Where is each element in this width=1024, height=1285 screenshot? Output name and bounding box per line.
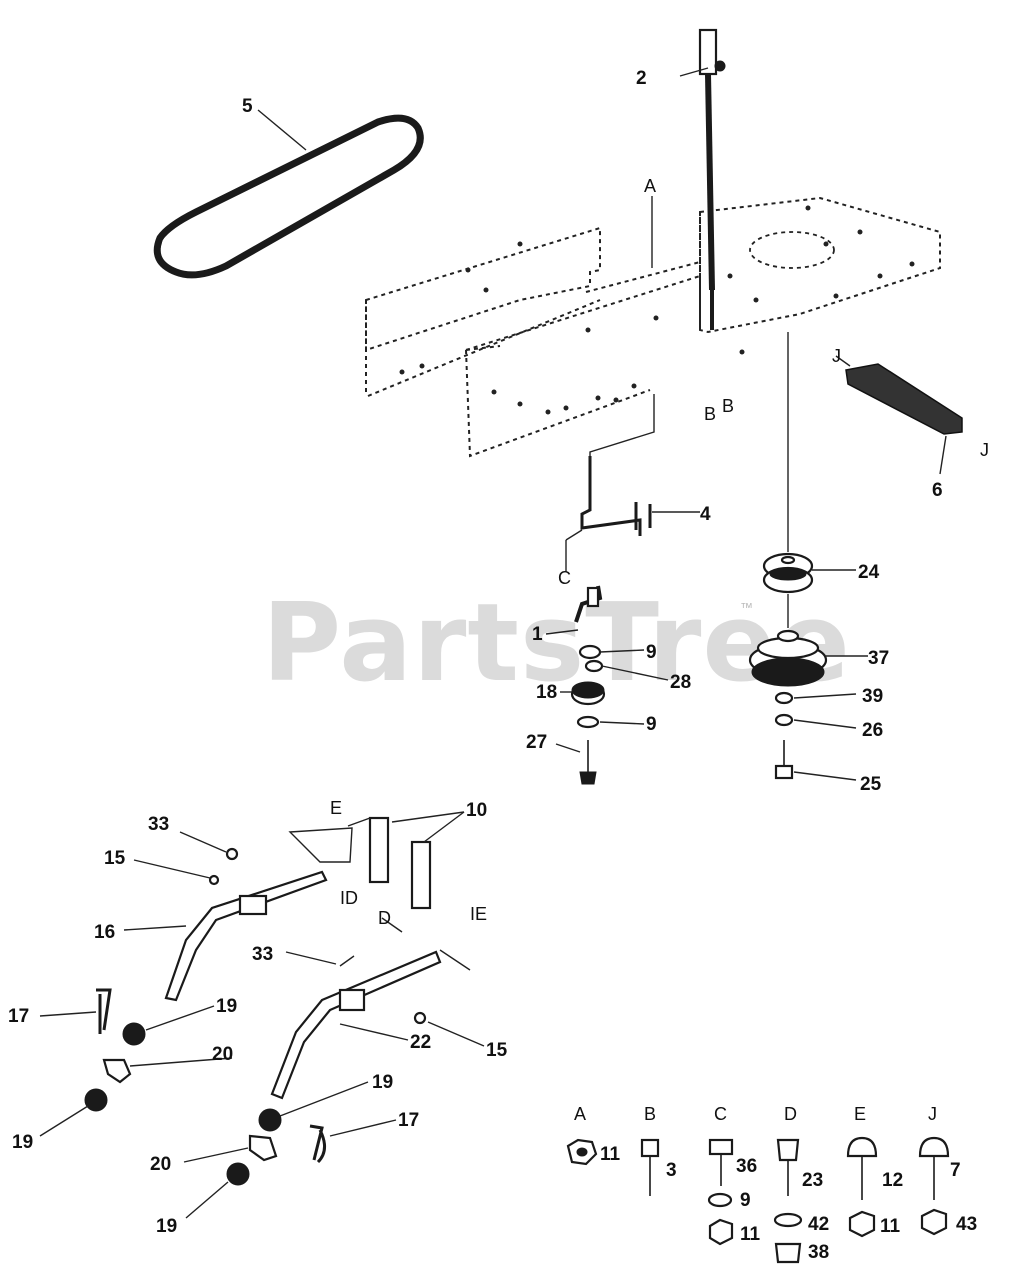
legend-d-item-42: 42	[808, 1214, 829, 1235]
callout-labels: 2 5 6 4 24 1 9 28 18 9 27 37 39 26 25 10…	[8, 68, 943, 1237]
callout-22: 22	[410, 1032, 431, 1053]
links-20	[102, 1058, 278, 1162]
ref-b-left: B	[704, 404, 716, 424]
callout-27: 27	[526, 732, 547, 753]
watermark-trademark: ™	[740, 600, 753, 615]
ref-id: ID	[340, 888, 358, 908]
arm-1	[574, 585, 603, 623]
legend-a-nut	[566, 1138, 598, 1166]
legend-d-item-23: 23	[802, 1170, 823, 1191]
callout-16: 16	[94, 922, 115, 943]
bracket-6	[835, 355, 963, 435]
hardware-legend: A B C D E J 11 3 36 9 11	[566, 1104, 977, 1264]
ref-ie: IE	[470, 904, 487, 924]
callout-24: 24	[858, 562, 880, 583]
legend-b-item-3: 3	[666, 1160, 677, 1181]
legend-d-parts	[773, 1138, 803, 1264]
callout-19-a: 19	[216, 996, 237, 1017]
callout-33-lower: 33	[252, 944, 273, 965]
plate-10	[347, 816, 432, 910]
frame-outline	[365, 196, 941, 458]
lift-arm-22	[270, 949, 471, 1100]
callout-37: 37	[868, 648, 889, 669]
legend-header-d: D	[784, 1104, 797, 1124]
ref-a: A	[644, 176, 656, 196]
nuts-19	[84, 1022, 282, 1186]
legend-header-e: E	[854, 1104, 866, 1124]
callout-39: 39	[862, 686, 883, 707]
callout-20-lower: 20	[150, 1154, 171, 1175]
ref-d: D	[378, 908, 391, 928]
watermark: PartsTree	[262, 581, 851, 706]
ref-b-right: B	[722, 396, 734, 416]
legend-header-b: B	[644, 1104, 656, 1124]
callout-19-b: 19	[12, 1132, 33, 1153]
legend-d-item-38: 38	[808, 1242, 829, 1263]
legend-b-bolt	[640, 1138, 660, 1196]
callout-10: 10	[466, 800, 487, 821]
callout-26: 26	[862, 720, 883, 741]
rod-4	[565, 456, 652, 572]
legend-j-item-7: 7	[950, 1160, 961, 1181]
legend-c-item-11: 11	[740, 1224, 761, 1245]
lift-arm-16	[164, 827, 353, 1002]
legend-a-item-11: 11	[600, 1144, 621, 1165]
legend-c-item-9: 9	[740, 1190, 751, 1211]
callout-1: 1	[532, 624, 543, 645]
callout-19-c: 19	[372, 1072, 393, 1093]
callout-18: 18	[536, 682, 557, 703]
callout-33-upper: 33	[148, 814, 169, 835]
callout-17-right: 17	[398, 1110, 419, 1131]
ref-e: E	[330, 798, 342, 818]
hairpin-17	[96, 988, 326, 1164]
callout-4: 4	[700, 504, 711, 525]
pulley-24	[762, 552, 814, 594]
legend-e-parts	[846, 1136, 878, 1238]
callout-15-upper: 15	[104, 848, 126, 869]
ref-j-lower: J	[980, 440, 989, 460]
callout-6: 6	[932, 480, 943, 501]
drive-belt	[153, 114, 424, 279]
ref-j-upper: J	[832, 346, 841, 366]
legend-header-a: A	[574, 1104, 586, 1124]
legend-header-j: J	[928, 1104, 937, 1124]
ref-c: C	[558, 568, 571, 588]
callout-20-upper: 20	[212, 1044, 233, 1065]
leader-lines	[39, 67, 947, 1219]
idler-stack	[570, 644, 606, 785]
callout-19-d: 19	[156, 1216, 177, 1237]
callout-15-lower: 15	[486, 1040, 508, 1061]
callout-17-left: 17	[8, 1006, 29, 1027]
callout-9-upper: 9	[646, 642, 657, 663]
letter-references: A B B C D E ID IE J J	[330, 176, 989, 928]
pins-clips	[208, 847, 427, 1025]
callout-25: 25	[860, 774, 882, 795]
callout-28: 28	[670, 672, 691, 693]
legend-e-item-12: 12	[882, 1170, 903, 1191]
legend-header-c: C	[714, 1104, 727, 1124]
lift-rod	[698, 28, 726, 330]
spindle-hardware	[774, 691, 794, 780]
legend-j-item-43: 43	[956, 1214, 977, 1235]
pulley-37	[748, 629, 828, 687]
frame-holes	[399, 205, 915, 415]
legend-e-item-11: 11	[880, 1216, 901, 1237]
legend-j-parts	[918, 1136, 950, 1236]
callout-9-lower: 9	[646, 714, 657, 735]
callout-5: 5	[242, 96, 253, 117]
legend-c-item-36: 36	[736, 1156, 757, 1177]
callout-2: 2	[636, 68, 647, 89]
legend-c-parts	[707, 1138, 734, 1246]
